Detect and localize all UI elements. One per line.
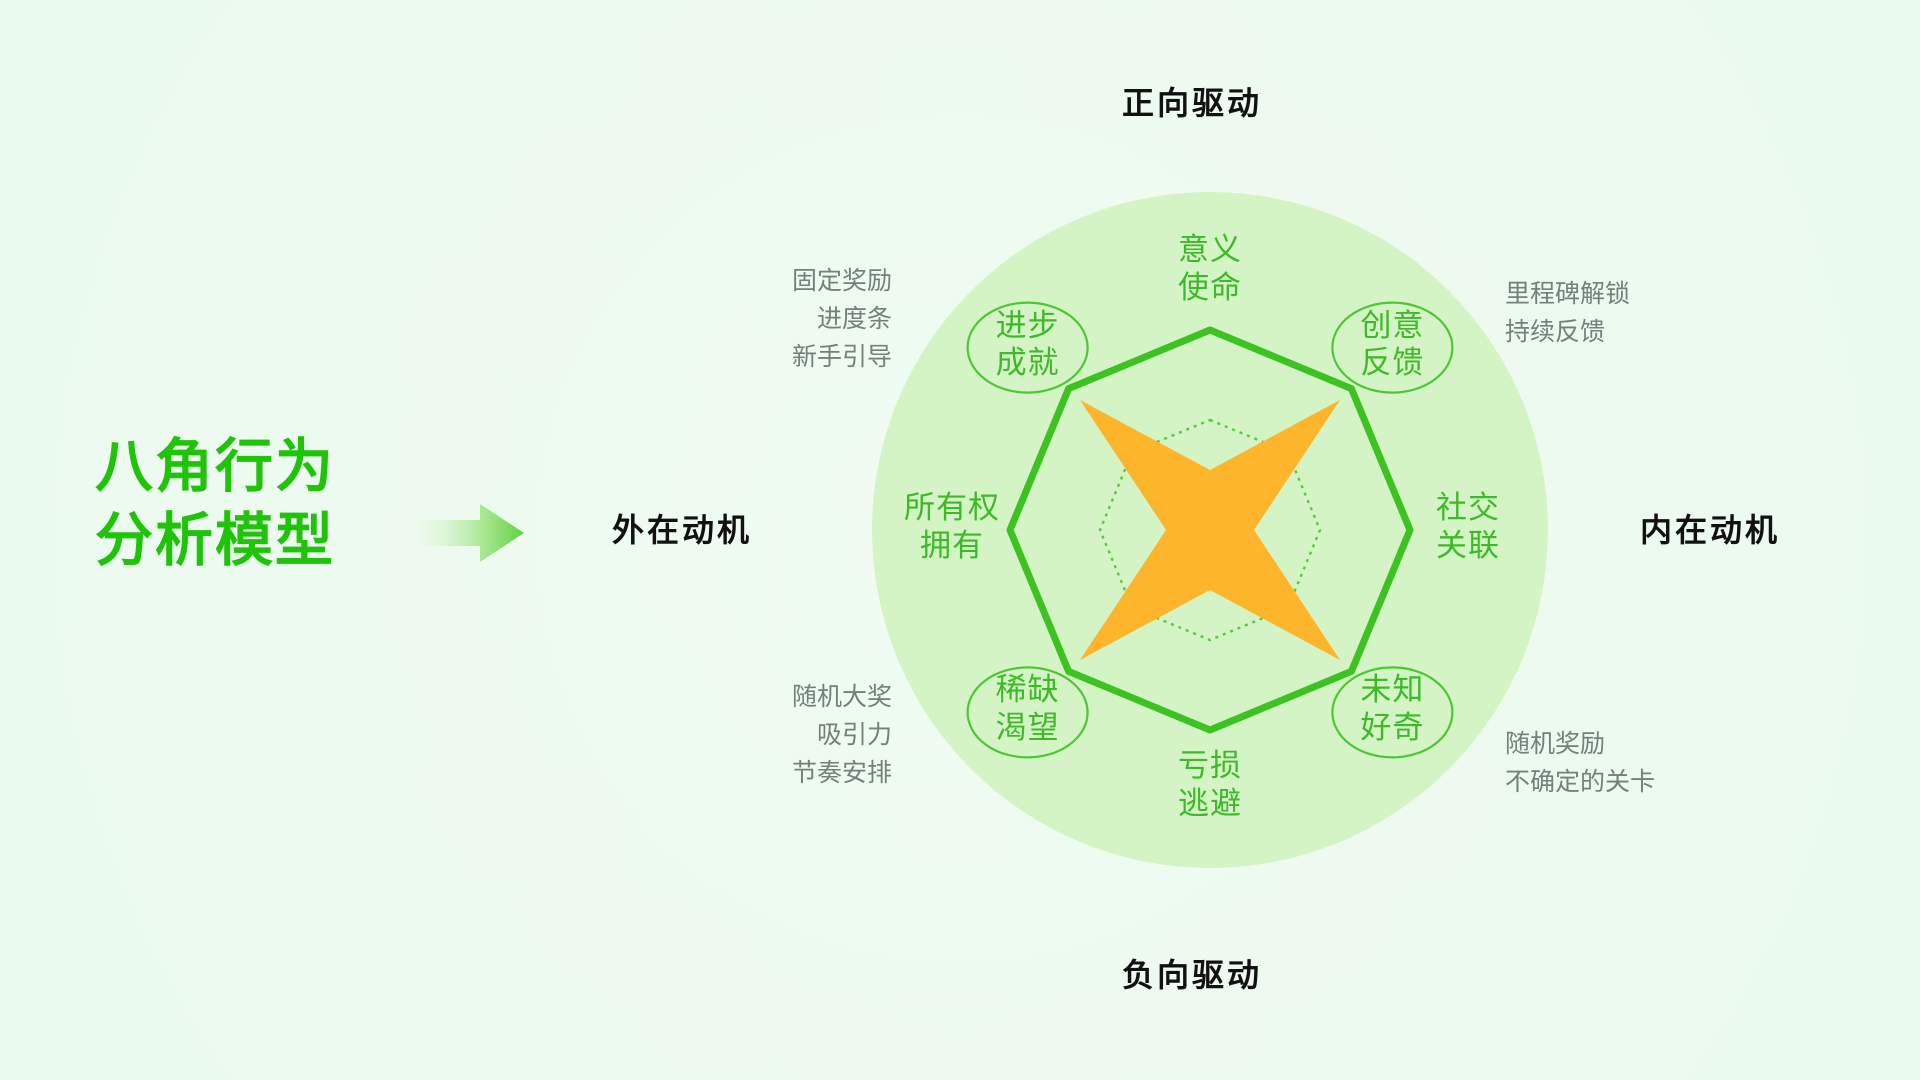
radar-svg [872,192,1548,868]
arrow-right-icon [418,498,528,568]
node-label-line-1: 亏损 [1178,748,1242,783]
note-line: 吸引力 [816,721,892,749]
heading-intrinsic: 内在动机 [1640,512,1781,548]
note-line: 持续反馈 [1505,318,1606,346]
node-ellipse-creativity[interactable] [1331,301,1454,394]
title-line-2: 分析模型 [95,508,336,574]
node-label-unknown[interactable]: 未知好奇 [1307,671,1477,747]
note-top-left: 固定奖励 进度条 新手引导 [760,262,892,376]
note-bottom-left: 随机大奖 吸引力 节奏安排 [760,678,892,792]
outer-octagon [1006,326,1414,734]
node-label-loss[interactable]: 亏损逃避 [1125,747,1295,823]
node-label-line-1: 社交 [1436,490,1500,525]
data-star-polygon [1079,399,1341,661]
heading-positive-drive: 正向驱动 [1122,85,1263,121]
inner-reference-octagon [1098,418,1322,642]
octalysis-radar-diagram: 意义使命创意反馈社交关联未知好奇亏损逃避稀缺渴望所有权拥有进步成就 [870,190,1550,870]
node-label-line-2: 关联 [1436,527,1500,563]
note-line: 节奏安排 [791,759,892,787]
node-label-line-1: 创意 [1360,307,1425,343]
node-label-line-1: 未知 [1360,672,1425,708]
note-line: 固定奖励 [791,267,892,295]
poster-title: 八角行为 分析模型 [95,430,395,578]
note-line: 里程碑解锁 [1505,280,1631,308]
node-label-line-2: 渴望 [995,710,1060,746]
node-label-line-2: 反馈 [1360,345,1425,381]
heading-negative-drive: 负向驱动 [1122,957,1263,993]
note-line: 不确定的关卡 [1505,768,1656,796]
node-ellipse-scarcity[interactable] [966,666,1089,759]
note-bottom-right: 随机奖励 不确定的关卡 [1505,725,1655,801]
node-ellipse-unknown[interactable] [1331,666,1454,759]
note-line: 随机奖励 [1505,730,1606,758]
node-label-creativity[interactable]: 创意反馈 [1307,307,1477,383]
node-label-line-2: 使命 [1178,269,1242,305]
node-label-line-1: 进步 [995,307,1060,343]
node-label-scarcity[interactable]: 稀缺渴望 [943,671,1113,747]
node-label-line-2: 好奇 [1360,710,1425,746]
title-line-1: 八角行为 [95,434,336,499]
node-label-line-2: 成就 [995,345,1060,381]
node-ellipse-group [966,301,1454,759]
note-top-right: 里程碑解锁 持续反馈 [1505,275,1630,351]
heading-extrinsic: 外在动机 [612,512,753,548]
node-ellipse-progress[interactable] [966,301,1089,394]
node-label-line-1: 所有权 [904,490,1000,525]
node-label-ownership[interactable]: 所有权拥有 [867,489,1037,565]
note-line: 进度条 [816,305,892,333]
node-label-social[interactable]: 社交关联 [1383,489,1553,565]
node-label-line-2: 拥有 [920,527,984,563]
node-label-line-2: 逃避 [1178,785,1242,821]
node-label-meaning[interactable]: 意义使命 [1125,231,1295,307]
note-line: 新手引导 [791,343,892,371]
node-label-progress[interactable]: 进步成就 [943,307,1113,383]
node-label-line-1: 意义 [1178,232,1242,267]
note-line: 随机大奖 [791,683,892,711]
node-label-line-1: 稀缺 [995,672,1060,708]
